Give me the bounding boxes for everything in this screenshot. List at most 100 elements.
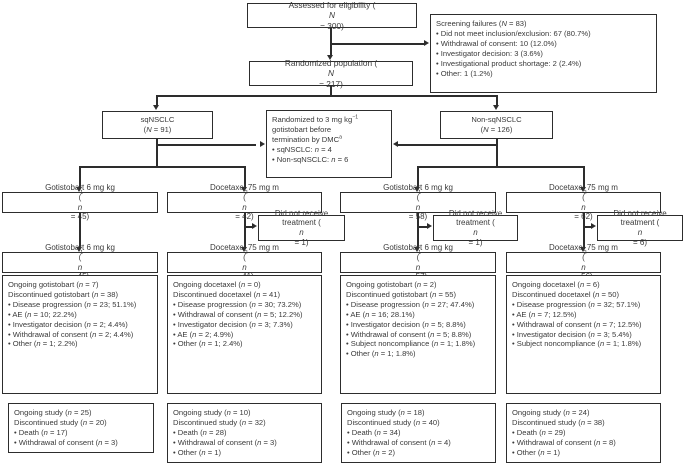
connector-line	[398, 144, 497, 146]
connector-line	[583, 213, 585, 247]
text-line: Ongoing gotistobart (n = 7)	[8, 280, 99, 289]
connector-line	[330, 28, 332, 56]
text-line: Discontinued docetaxel (n = 50)	[512, 289, 620, 299]
text-line: Discontinued docetaxel (n = 41)	[173, 289, 281, 299]
text-line: • Non-sqNSCLC: n = 6	[272, 154, 349, 164]
text-line: Ongoing gotistobart (n = 2)	[346, 280, 437, 289]
text-line: Discontinued study (n = 40)	[347, 417, 440, 427]
text-line: Discontinued study (n = 20)	[14, 417, 107, 427]
connector-line	[583, 226, 592, 228]
screening-failures-title: Screening failures (N = 83)	[436, 19, 527, 28]
text-line: • Withdrawal of consent (n = 2; 4.4%)	[8, 329, 134, 339]
text-line: • Withdrawal of consent (n = 7; 12.5%)	[512, 319, 642, 329]
connector-line	[156, 95, 158, 105]
box-treated-gotistobart-sq-header: Gotistobart 6 mg kg−1 (n = 45)	[2, 243, 158, 281]
text-line: sqNSCLC	[140, 115, 175, 125]
text-line: • Other (n = 1)	[173, 447, 222, 457]
text-line: Ongoing study (n = 10)	[173, 408, 251, 417]
text-line: Discontinued study (n = 38)	[512, 417, 605, 427]
text-line: • Other (n = 1)	[512, 447, 561, 457]
arrowhead	[591, 223, 596, 229]
box-study-status-gotistobart-nonsq: Ongoing study (n = 18)Discontinued study…	[341, 403, 496, 463]
arrowhead	[424, 40, 429, 46]
text-line: • Did not meet inclusion/exclusion: 67 (…	[436, 28, 591, 38]
text-line: • Other (n = 1; 2.2%)	[8, 339, 78, 349]
connector-line	[244, 226, 253, 228]
text-line: • Withdrawal of consent (n = 5; 12.2%)	[173, 309, 303, 319]
text-line: • AE (n = 10; 22.2%)	[8, 309, 77, 319]
box-non-sqnsclc: Non-sqNSCLC(N = 126)	[440, 111, 553, 139]
box-study-status-gotistobart-sq: Ongoing study (n = 25)Discontinued study…	[8, 403, 154, 453]
screening-failures-list: • Did not meet inclusion/exclusion: 67 (…	[436, 29, 651, 79]
connector-line	[79, 166, 245, 168]
text-line: Discontinued study (n = 32)	[173, 417, 266, 427]
text-line: Ongoing study (n = 24)	[512, 408, 590, 417]
arrowhead	[393, 141, 398, 147]
text-line: • AE (n = 7; 12.5%)	[512, 309, 577, 319]
box-treated-gotistobart-sq-body: Ongoing gotistobart (n = 7)Discontinued …	[2, 275, 158, 394]
connector-line	[583, 166, 585, 187]
text-line: • Death (n = 29)	[512, 427, 566, 437]
text-line: • Investigator decision (n = 5; 8.8%)	[346, 319, 466, 329]
connector-line	[244, 213, 246, 247]
text-line: • Investigator decision (n = 2; 4.4%)	[8, 319, 128, 329]
text-line: Ongoing study (n = 18)	[347, 408, 425, 417]
text-line: • Disease progression (n = 30; 73.2%)	[173, 299, 302, 309]
box-treated-docetaxel-nonsq-header: Docetaxel 75 mg m−2 (n = 56)	[506, 243, 661, 281]
box-randomized-population: Randomized population (N = 217)	[249, 58, 413, 89]
box-screening-failures: Screening failures (N = 83) • Did not me…	[430, 14, 657, 93]
connector-line	[79, 213, 81, 247]
text-line: • Death (n = 28)	[173, 427, 227, 437]
connector-line	[496, 139, 498, 167]
connector-line	[244, 166, 246, 187]
text-line: Ongoing study (n = 25)	[14, 408, 92, 417]
connector-line	[417, 213, 419, 247]
box-treated-gotistobart-nonsq-body: Ongoing gotistobart (n = 2)Discontinued …	[340, 275, 496, 394]
connector-line	[79, 166, 81, 187]
arrowhead	[76, 187, 82, 192]
text-line: • Withdrawal of consent (n = 3)	[14, 437, 118, 447]
arrowhead	[241, 187, 247, 192]
text-line: Ongoing docetaxel (n = 6)	[512, 280, 600, 289]
arrowhead	[252, 223, 257, 229]
arrowhead	[260, 141, 265, 147]
text-line: termination by DMCa	[272, 134, 342, 144]
text-line: (N = 126)	[480, 125, 513, 134]
text-line: • Withdrawal of consent: 10 (12.0%)	[436, 38, 557, 48]
text-line: Discontinued gotistobart (n = 55)	[346, 289, 456, 299]
box-not-treated-docetaxel-sq: Did not receive treatment (n = 1)	[258, 209, 345, 247]
text-line: • sqNSCLC: n = 4	[272, 144, 332, 154]
connector-line	[417, 226, 428, 228]
text-line: • Withdrawal of consent (n = 4)	[347, 437, 451, 447]
box-treated-docetaxel-nonsq-body: Ongoing docetaxel (n = 6)Discontinued do…	[506, 275, 661, 394]
arrowhead	[153, 105, 159, 110]
text-line: • Subject noncompliance (n = 1; 1.8%)	[512, 339, 642, 349]
box-study-status-docetaxel-nonsq: Ongoing study (n = 24)Discontinued study…	[506, 403, 661, 463]
arrowhead	[580, 247, 586, 252]
box-treated-docetaxel-sq-body: Ongoing docetaxel (n = 0)Discontinued do…	[167, 275, 322, 394]
text-line: • Investigator decision (n = 3; 7.3%)	[173, 319, 293, 329]
text-line: • Withdrawal of consent (n = 3)	[173, 437, 277, 447]
text-line: gotistobart before	[272, 124, 332, 134]
box-study-status-docetaxel-sq: Ongoing study (n = 10)Discontinued study…	[167, 403, 322, 463]
text-line: • Withdrawal of consent (n = 8)	[512, 437, 616, 447]
connector-line	[417, 166, 584, 168]
box-treated-gotistobart-nonsq-header: Gotistobart 6 mg kg−1 (n = 57)	[340, 243, 496, 281]
text-line: • Death (n = 17)	[14, 427, 68, 437]
text-line: • Other (n = 1; 2.4%)	[173, 339, 243, 349]
text-line: • Withdrawal of consent (n = 5; 8.8%)	[346, 329, 472, 339]
box-treated-docetaxel-sq-header: Docetaxel 75 mg m−2 (n = 41)	[167, 243, 322, 281]
box-not-treated-gotistobart-nonsq: Did not receive treatment (n = 1)	[433, 209, 518, 247]
text-line: • Investigational product shortage: 2 (2…	[436, 58, 582, 68]
text-line: • AE (n = 2; 4.9%)	[173, 329, 234, 339]
arrowhead	[241, 247, 247, 252]
connector-line	[156, 95, 497, 97]
text-line: • Other (n = 1; 1.8%)	[346, 349, 416, 359]
connector-line	[496, 95, 498, 105]
text-line: • Subject noncompliance (n = 1; 1.8%)	[346, 339, 476, 349]
connector-line	[156, 144, 256, 146]
connector-line	[417, 166, 419, 187]
text-line: (N = 91)	[143, 125, 172, 134]
